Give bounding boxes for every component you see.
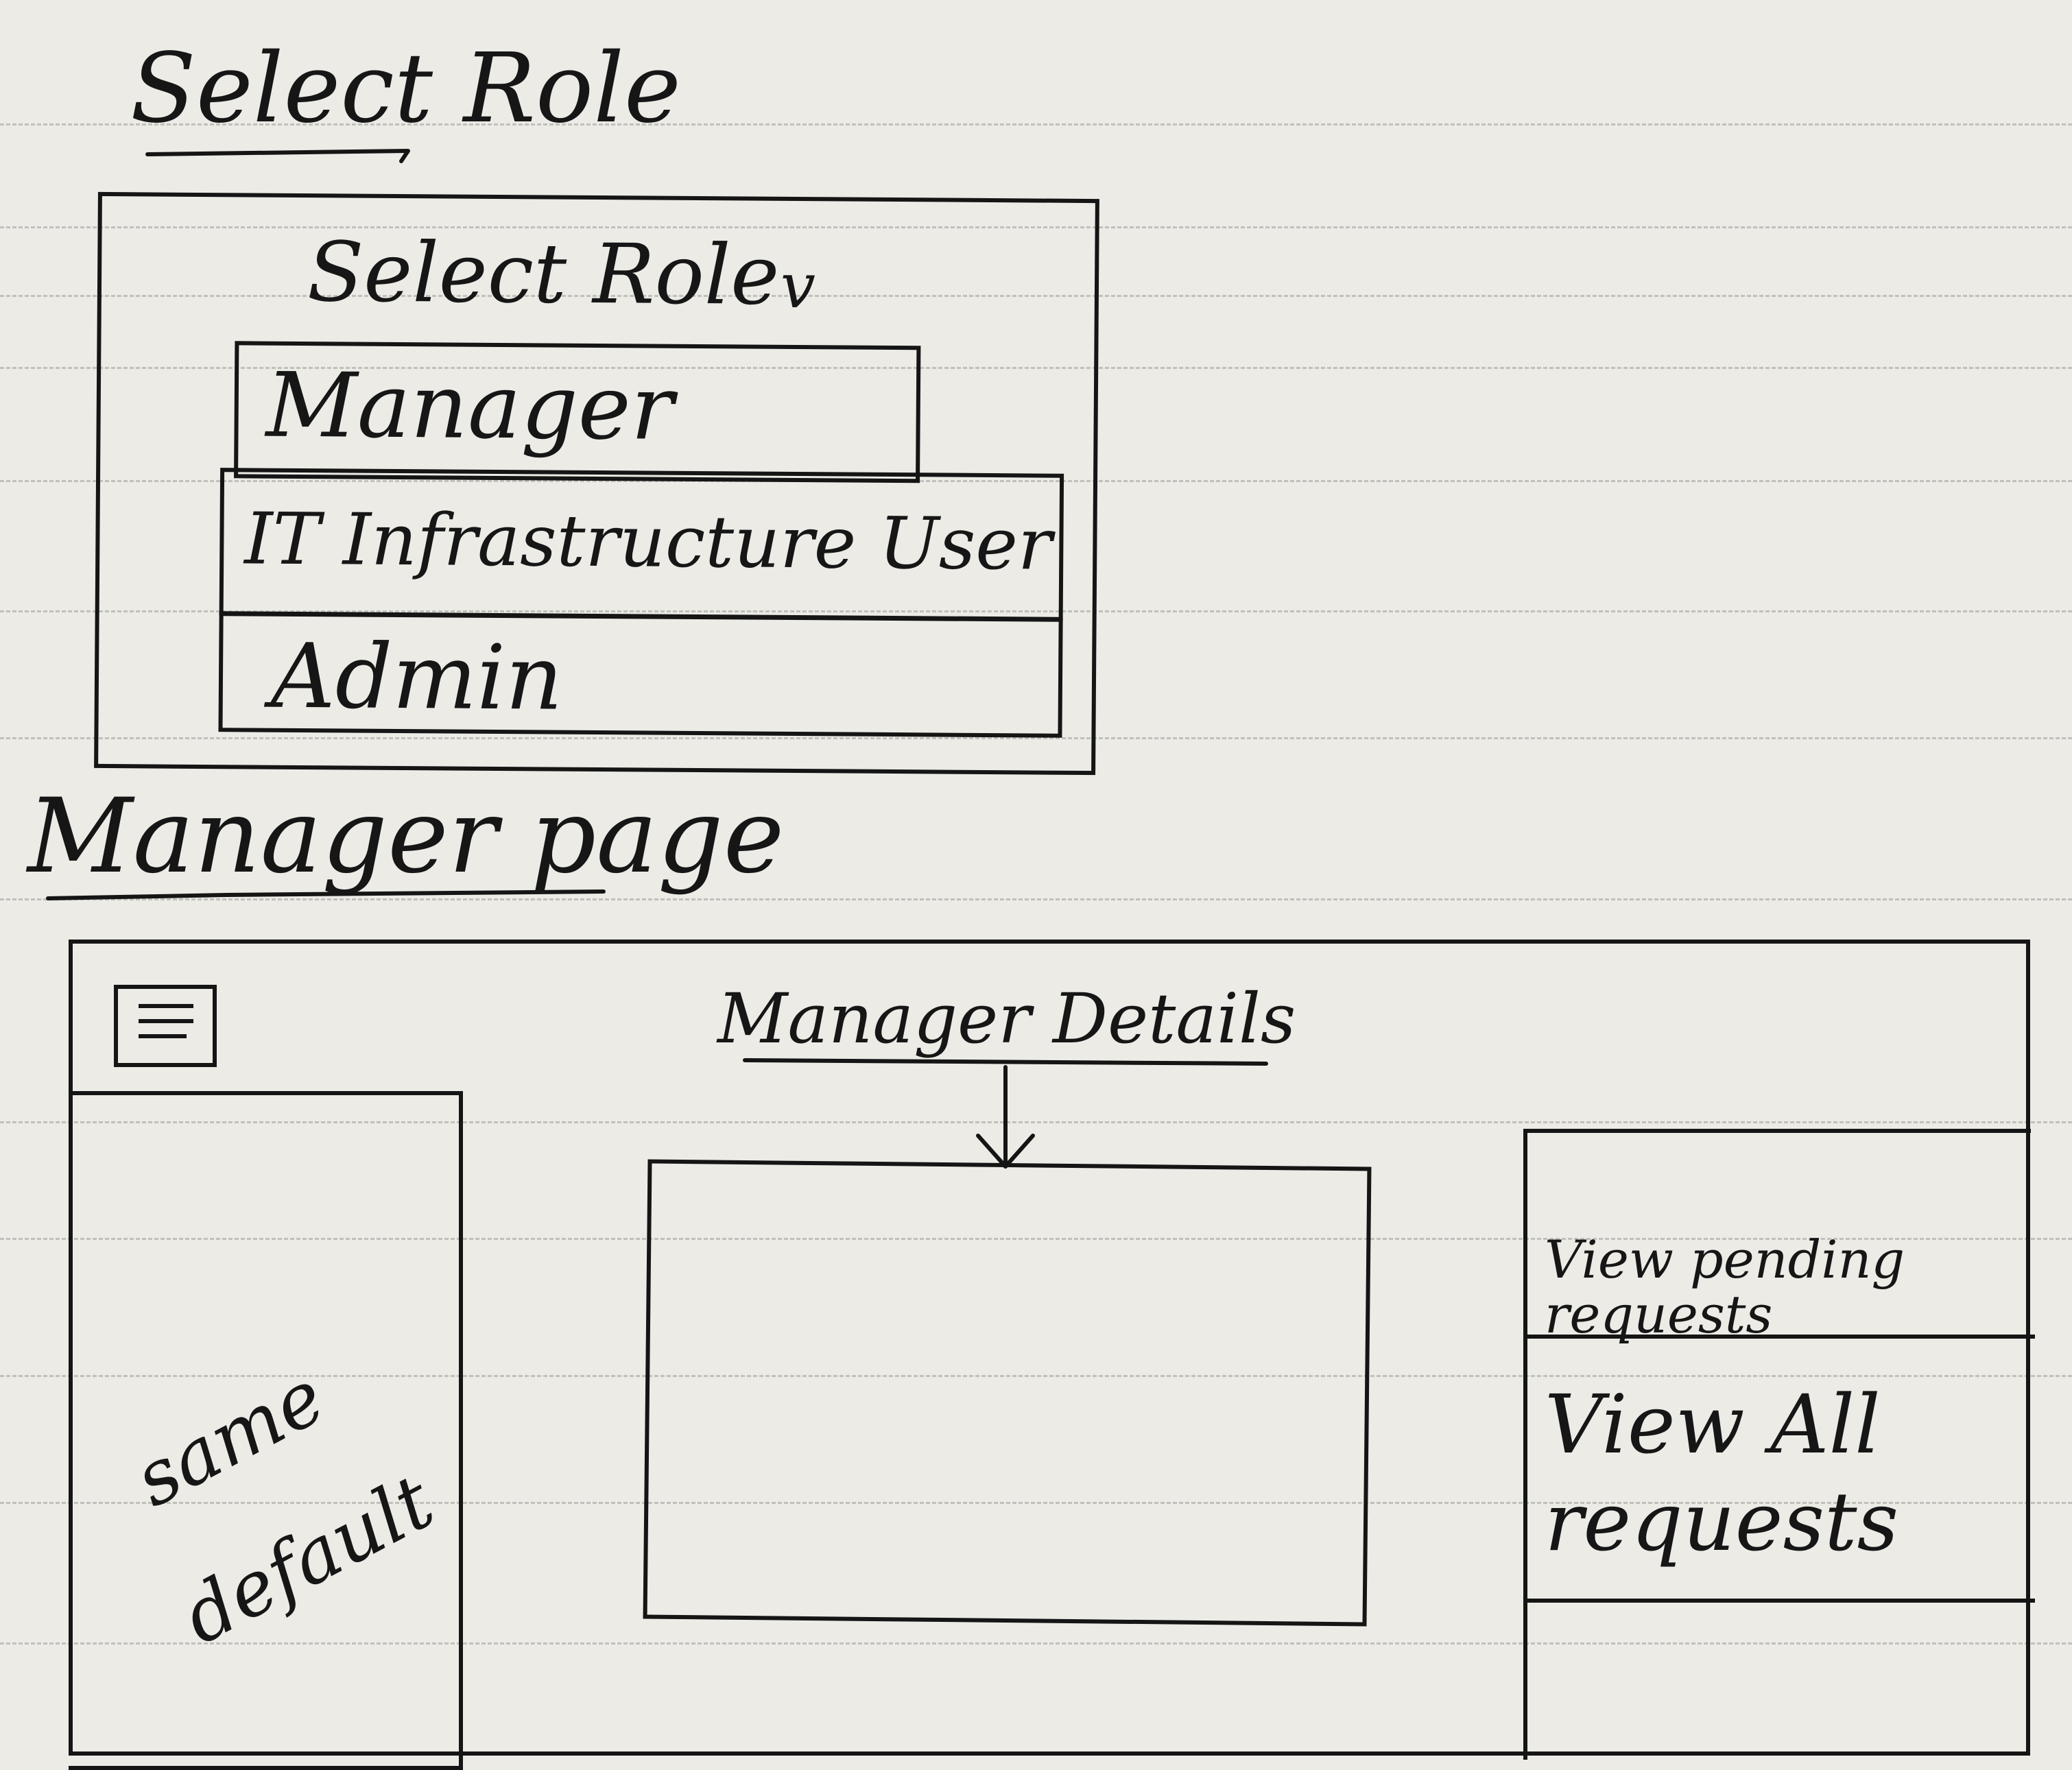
role-dropdown-label[interactable]: Select Role — [307, 225, 780, 324]
role-option-label: Manager — [265, 352, 674, 460]
chevron-down-icon[interactable]: v — [780, 250, 816, 323]
role-option-it-infrastructure-user[interactable]: IT Infrastructure User — [219, 468, 1064, 621]
down-arrow-icon — [743, 1058, 1268, 1169]
view-all-requests-label: View All requests — [1545, 1377, 1899, 1569]
select-role-heading: Select Role — [130, 33, 681, 145]
manager-details-label: Manager Details — [717, 979, 1296, 1059]
hamburger-menu-icon[interactable] — [114, 985, 217, 1067]
role-option-label: IT Infrastructure User — [244, 497, 1053, 586]
role-option-manager[interactable]: Manager — [234, 341, 921, 483]
manager-details-box — [643, 1159, 1372, 1627]
view-pending-requests-label: View pending requests — [1545, 1229, 1905, 1345]
role-option-label: Admin — [270, 623, 564, 730]
role-option-admin[interactable]: Admin — [218, 612, 1063, 738]
actions-panel: View pending requests View All requests — [1523, 1129, 2035, 1760]
role-selector-panel: Select Role v Manager IT Infrastructure … — [94, 191, 1099, 776]
sidebar: same default — [69, 1091, 463, 1770]
manager-page-heading: Manager page — [27, 777, 785, 896]
view-all-requests-button[interactable]: View All requests — [1527, 1342, 2035, 1603]
manager-page-frame: same default Manager Details View pendin… — [69, 940, 2035, 1770]
view-pending-requests-button[interactable]: View pending requests — [1527, 1198, 2035, 1345]
